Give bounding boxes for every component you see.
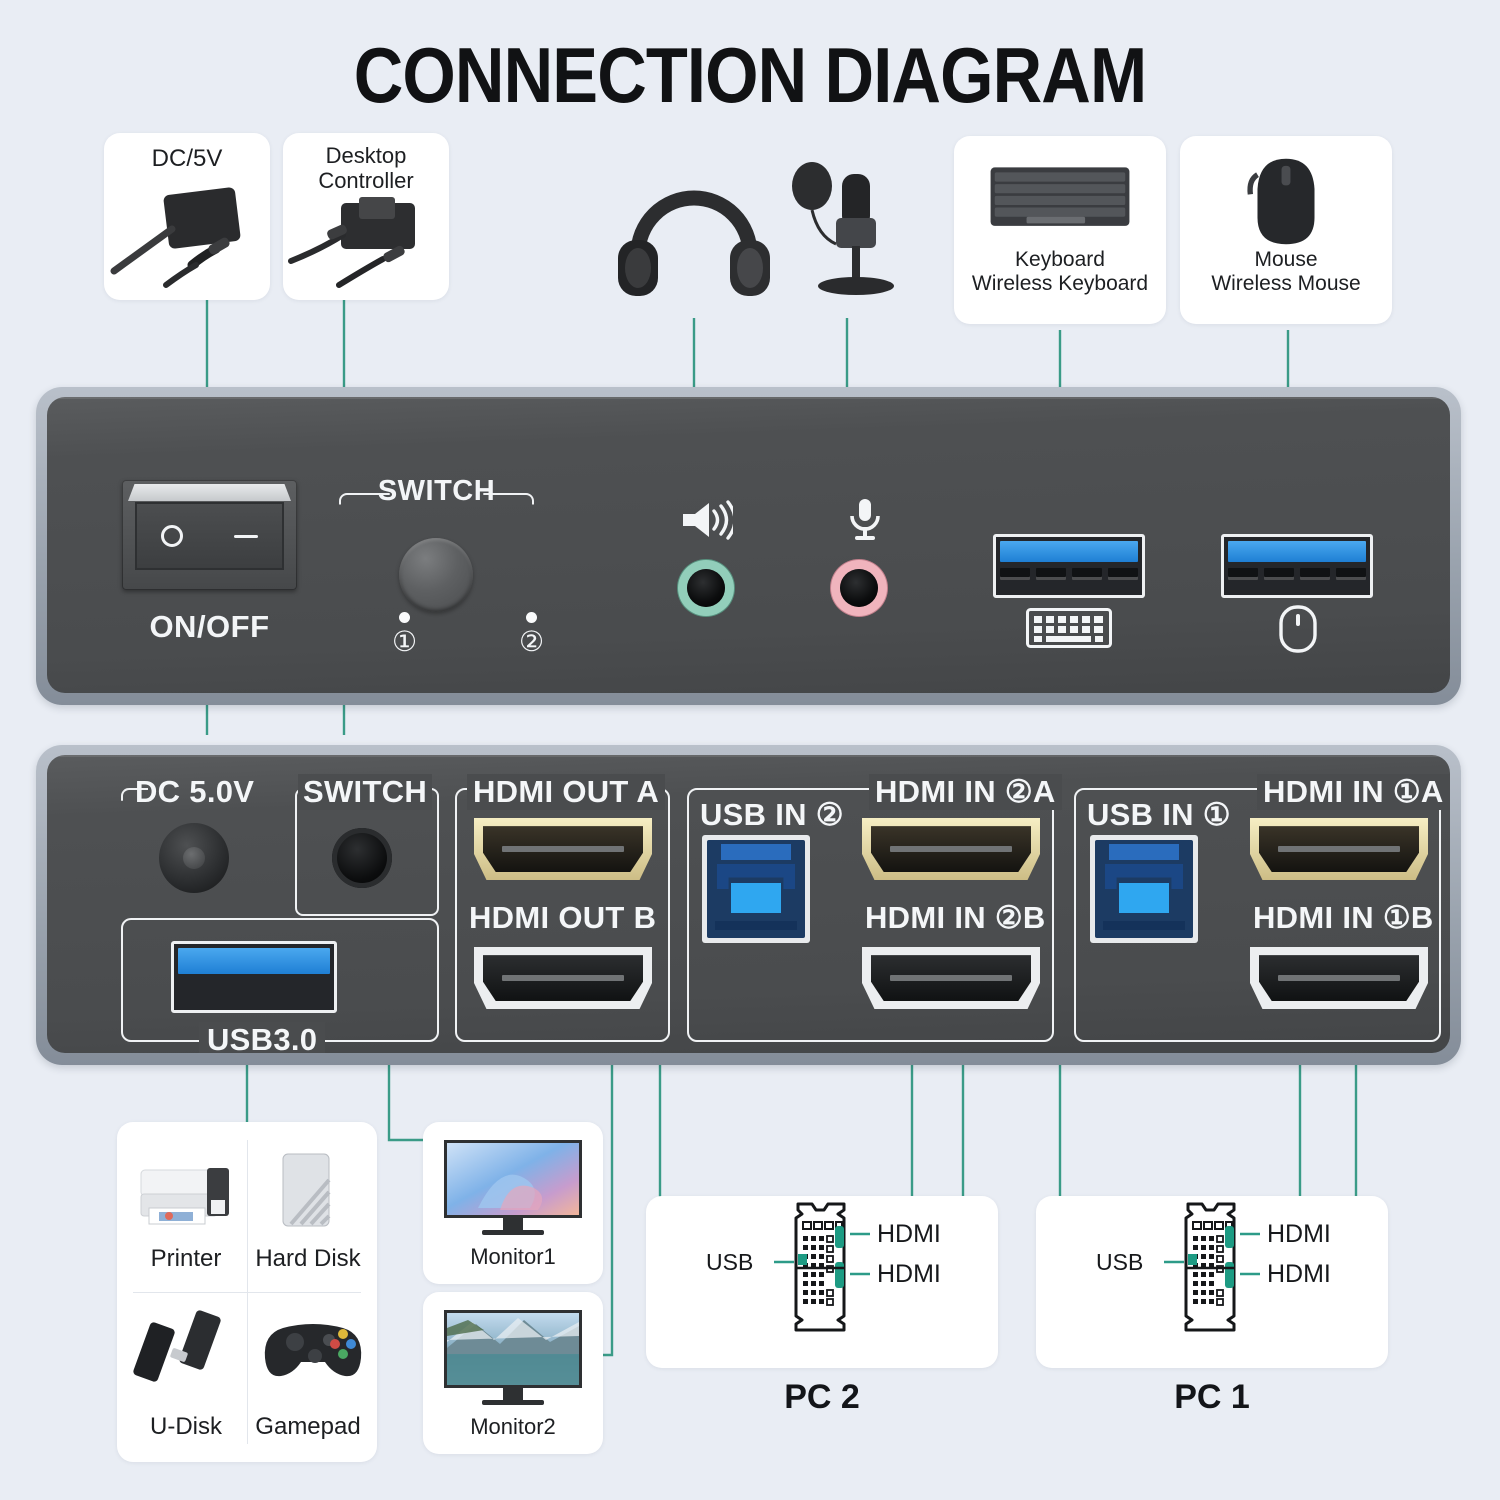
hdmi-out-a-label: HDMI OUT A (467, 774, 666, 810)
desktop-controller-icon (288, 197, 415, 289)
usb-in-1-label: USB IN ① (1087, 797, 1231, 832)
monitor2-label: Monitor2 (470, 1414, 556, 1439)
hdmi-in-2a-port[interactable] (862, 818, 1040, 880)
hdmi-out-b-port[interactable] (474, 947, 652, 1009)
callout-desktop-controller[interactable]: Desktop Controller (283, 133, 449, 300)
switch-label-1: ① (392, 626, 418, 657)
monitor1-label: Monitor1 (470, 1244, 556, 1269)
callout-monitor1[interactable]: Monitor1 (423, 1122, 603, 1284)
usb-port-keyboard[interactable] (993, 534, 1145, 598)
front-panel-chassis: ON/OFF SWITCH ① ② (36, 387, 1461, 705)
led-indicator-1 (399, 612, 410, 623)
rear-panel-face: DC 5.0V SWITCH USB3.0 HDMI OUT A HDMI OU… (47, 755, 1450, 1053)
pc2-usb-label: USB (706, 1249, 754, 1275)
rear-panel-chassis: DC 5.0V SWITCH USB3.0 HDMI OUT A HDMI OU… (36, 745, 1461, 1065)
microphone-icon (792, 162, 894, 295)
callout-desktop-controller-label-2: Controller (318, 167, 414, 193)
usb3-group-label: USB3.0 (199, 1022, 326, 1053)
usb-contacts (1228, 568, 1366, 580)
switch-group-label-rear: SWITCH (298, 774, 433, 810)
pc1-hdmi-label-2: HDMI (1267, 1260, 1331, 1288)
power-off-symbol-icon (234, 534, 259, 538)
source-switch-button[interactable] (399, 538, 473, 612)
usb-device-label-udisk: U-Disk (150, 1413, 222, 1440)
usb-flash-drive-icon (133, 1310, 221, 1382)
headphones-icon (618, 190, 770, 296)
mouse-icon (1279, 605, 1317, 653)
grid-divider-horizontal (133, 1292, 361, 1293)
usb-blue-tongue (178, 948, 330, 974)
hdmi-in-2a-label: HDMI IN ②A (869, 774, 1062, 810)
switch-label-2: ② (519, 626, 545, 657)
switch-group-label: SWITCH (377, 475, 496, 507)
hdmi-out-a-port[interactable] (474, 818, 652, 880)
callout-pc2[interactable]: USB (646, 1196, 998, 1368)
front-panel-face: ON/OFF SWITCH ① ② (47, 397, 1450, 693)
switch-control-jack[interactable] (332, 828, 392, 888)
led-indicator-2 (526, 612, 537, 623)
callout-mouse-label-2: Wireless Mouse (1211, 271, 1361, 295)
callout-usb-devices[interactable]: Printer Hard Disk U-Disk Gamepad (117, 1122, 377, 1462)
usb-in-2-port[interactable] (702, 835, 810, 943)
usb-in-1-port[interactable] (1090, 835, 1198, 943)
dc-power-jack[interactable] (159, 823, 229, 893)
usb-blue-tongue (1000, 541, 1138, 562)
power-on-symbol-icon (160, 525, 183, 547)
usb3-port[interactable] (171, 941, 337, 1013)
hdmi-out-b-label: HDMI OUT B (469, 900, 657, 935)
mic-in-jack[interactable] (840, 569, 878, 607)
page-title: CONNECTION DIAGRAM (353, 31, 1147, 119)
usb-b-connector-shape (1095, 840, 1193, 938)
usb-in-2-label: USB IN ② (700, 797, 844, 832)
hdmi-in-2b-label: HDMI IN ②B (865, 900, 1046, 935)
pc2-hdmi-label-2: HDMI (877, 1260, 941, 1288)
callout-monitor2[interactable]: Monitor2 (423, 1292, 603, 1454)
callout-mouse[interactable]: Mouse Wireless Mouse (1180, 136, 1392, 324)
callout-dc5v[interactable]: DC/5V (104, 133, 270, 300)
dc-group-label: DC 5.0V (135, 774, 255, 809)
monitor-icon (444, 1140, 582, 1235)
usb-port-mouse[interactable] (1221, 534, 1373, 598)
mouse-icon (1247, 158, 1315, 245)
usb-blue-tongue (1228, 541, 1366, 562)
usb-b-connector-shape (707, 840, 805, 938)
pc1-title: PC 1 (1174, 1378, 1250, 1416)
hdmi-in-1a-port[interactable] (1250, 818, 1428, 880)
io-shield-icon (774, 1202, 870, 1332)
speaker-icon (683, 500, 733, 540)
callout-pc1[interactable]: USB (1036, 1196, 1388, 1368)
usb-contacts (1000, 568, 1138, 580)
callout-keyboard-label-1: Keyboard (1015, 248, 1105, 271)
pc2-hdmi-label-1: HDMI (877, 1220, 941, 1248)
callout-keyboard[interactable]: Keyboard Wireless Keyboard (954, 136, 1166, 324)
power-rocker-switch[interactable] (122, 480, 297, 590)
hdmi-in-1a-label: HDMI IN ①A (1257, 774, 1450, 810)
pc1-hdmi-label-1: HDMI (1267, 1220, 1331, 1248)
keyboard-icon (990, 167, 1130, 226)
microphone-jack-icon (850, 499, 880, 540)
hdmi-in-1b-port[interactable] (1250, 947, 1428, 1009)
callout-mouse-label-1: Mouse (1254, 248, 1318, 271)
usb-device-label-printer: Printer (150, 1245, 222, 1272)
pc2-title: PC 2 (784, 1378, 860, 1416)
callout-desktop-controller-label-1: Desktop (325, 143, 407, 168)
hdmi-in-1b-label: HDMI IN ①B (1253, 900, 1434, 935)
io-shield-icon (1164, 1202, 1260, 1332)
rocker-top-bezel (128, 484, 291, 501)
rocker-face[interactable] (135, 502, 284, 570)
audio-out-jack[interactable] (687, 569, 725, 607)
printer-icon (140, 1168, 229, 1225)
usb-device-label-gamepad: Gamepad (255, 1413, 361, 1440)
monitor-icon (444, 1310, 582, 1405)
gamepad-icon (264, 1324, 362, 1377)
keyboard-icon (1026, 608, 1112, 648)
callout-keyboard-label-2: Wireless Keyboard (971, 271, 1149, 295)
pc1-usb-label: USB (1096, 1249, 1144, 1275)
callout-dc5v-label: DC/5V (151, 145, 223, 172)
usb-device-label-harddisk: Hard Disk (255, 1245, 361, 1272)
power-switch-label: ON/OFF (149, 609, 270, 644)
hdmi-in-2b-port[interactable] (862, 947, 1040, 1009)
hard-disk-icon (282, 1153, 331, 1227)
power-adapter-icon (110, 187, 241, 288)
